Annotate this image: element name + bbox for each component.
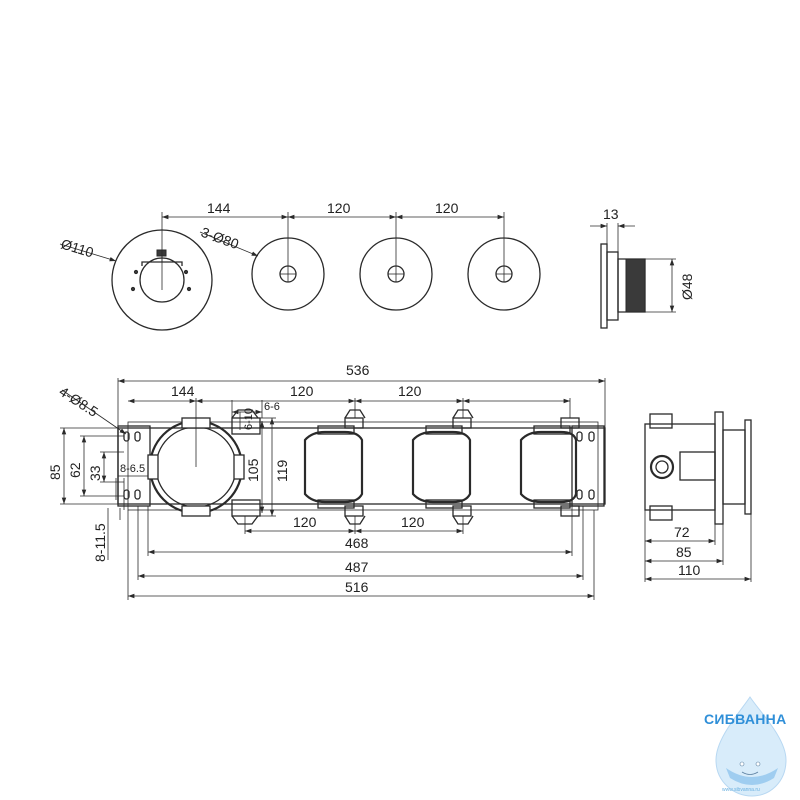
dim-front-144: 144 [171, 383, 195, 399]
diverter-3 [519, 417, 580, 517]
top-view-trims: 144 120 120 Ø110 3-Ø80 [59, 200, 541, 331]
dim-bottom-120a: 120 [293, 514, 317, 530]
dim-105: 105 [245, 458, 261, 482]
logo-drop-icon [715, 696, 787, 797]
slot-6-6-label: 6-6 [264, 401, 280, 413]
diverter-2 [411, 417, 472, 517]
dim-bottom-120b: 120 [401, 514, 425, 530]
dim-85: 85 [47, 464, 63, 480]
dim-85-side: 85 [676, 544, 692, 560]
dim-468: 468 [345, 535, 369, 551]
front-view-dimensions: 536 144 120 120 4-Ø8.5 6-6 6-10 105 119 [47, 362, 606, 600]
slot-8-6-5-label: 8-6.5 [120, 463, 145, 475]
dim-front-120b: 120 [398, 383, 422, 399]
dim-110: 110 [678, 562, 701, 578]
dim-62: 62 [67, 462, 83, 478]
dim-top-120b: 120 [435, 200, 459, 216]
dim-487: 487 [345, 559, 369, 575]
slot-6-10-label: 6-10 [243, 408, 255, 430]
dim-516: 516 [345, 579, 369, 595]
dim-front-120a: 120 [290, 383, 314, 399]
dim-72: 72 [674, 524, 690, 540]
slot-8-11-5-label: 8-11.5 [92, 523, 108, 562]
dim-overall-536: 536 [346, 362, 370, 378]
logo-name: СИБВАННА [704, 711, 787, 727]
side-view-body: 72 85 110 [644, 411, 752, 582]
dim-top-144: 144 [207, 200, 231, 216]
side-dim-13: 13 [603, 206, 619, 222]
trim-side-view: Ø48 13 [590, 206, 695, 329]
diverter-1 [303, 417, 364, 517]
side-dia-label: Ø48 [679, 273, 695, 300]
dim-top-120a: 120 [327, 200, 351, 216]
front-view-body [117, 409, 606, 525]
logo-url: www.sibvanna.ru [722, 787, 760, 793]
dia-large-label: Ø110 [59, 236, 96, 261]
holes-label: 4-Ø8.5 [56, 383, 101, 420]
dim-119: 119 [274, 459, 290, 482]
dia-small-label: 3-Ø80 [199, 224, 241, 252]
dim-33: 33 [87, 465, 103, 481]
